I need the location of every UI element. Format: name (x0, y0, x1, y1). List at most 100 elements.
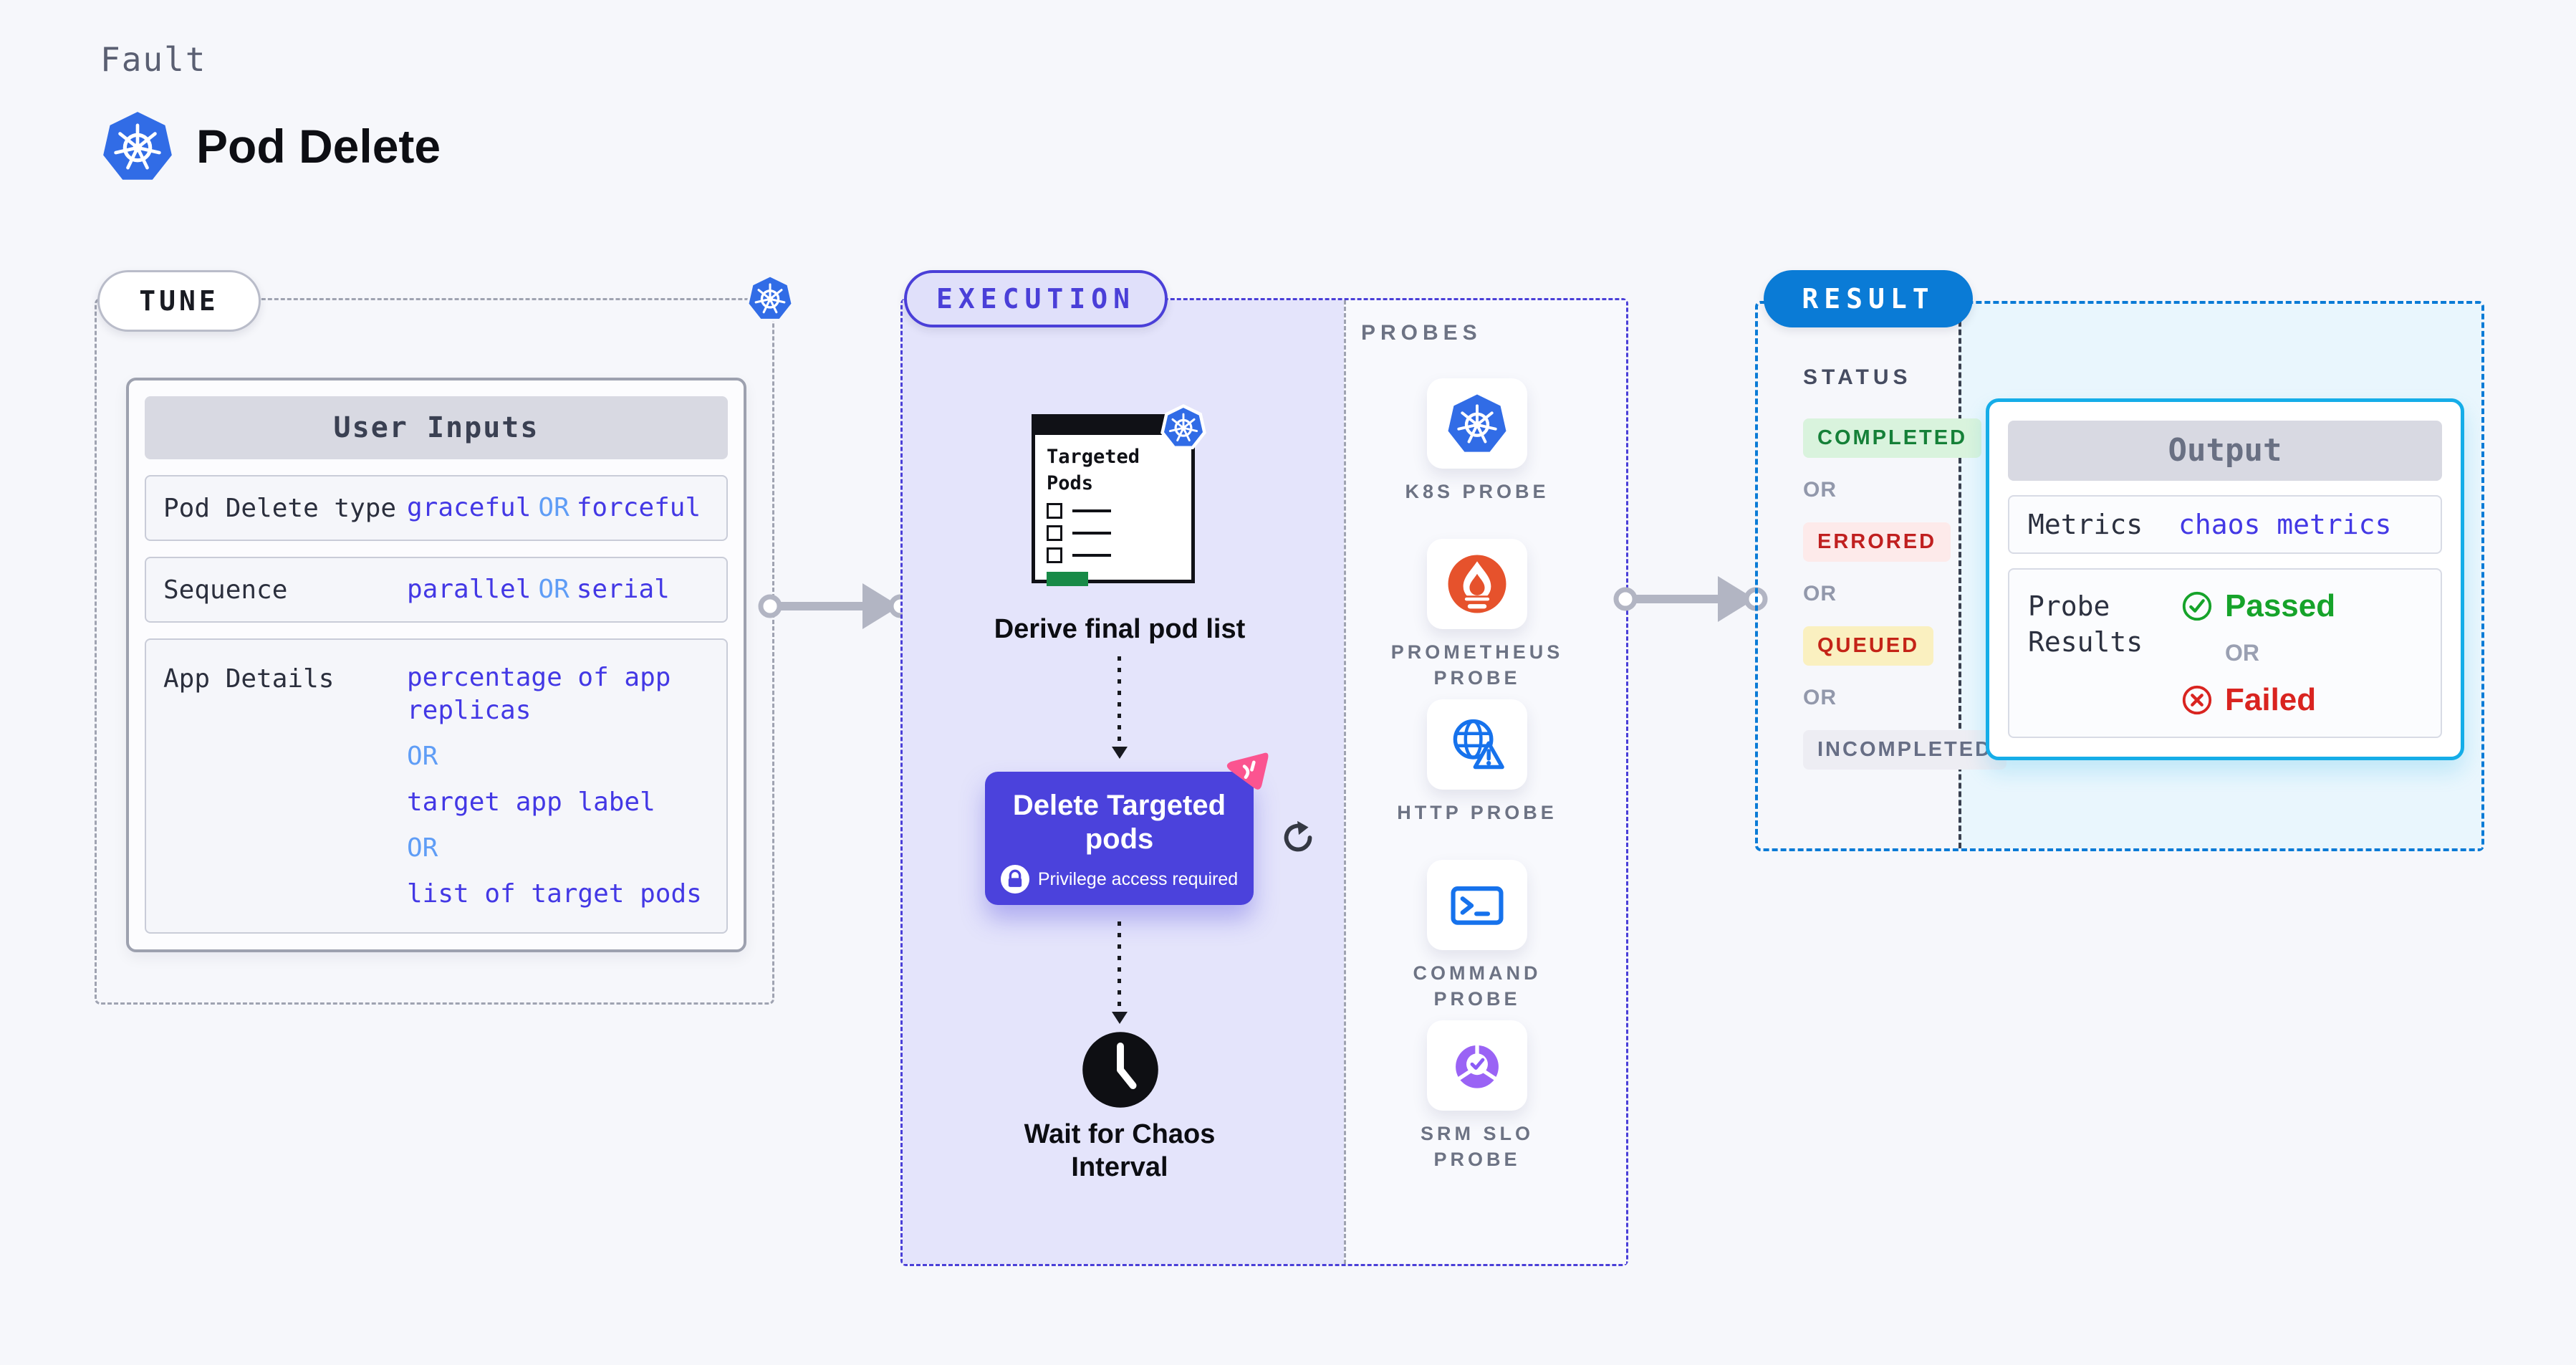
execution-to-result-arrow (1613, 576, 1768, 622)
dotted-connector (1118, 656, 1121, 744)
value-option: target app label (407, 787, 655, 817)
targeted-pods-label: Targeted Pods (1047, 446, 1140, 494)
or-separator: OR (538, 575, 569, 604)
probe-card-http (1427, 699, 1527, 790)
privilege-row: Privilege access required (985, 865, 1254, 894)
clock-icon (1082, 1032, 1158, 1108)
chaos-fault-icon (1226, 752, 1269, 790)
wait-for-chaos-interval-label: Wait for Chaos Interval (1024, 1119, 1216, 1182)
probe-label: SRM SLO PROBE (1420, 1123, 1534, 1170)
lock-icon (1000, 865, 1029, 894)
probe-results-row: Probe Results Passed OR Faile (2008, 568, 2442, 738)
delete-step-title: Delete Targeted pods (1012, 790, 1226, 855)
fault-eyebrow: Fault (100, 40, 207, 79)
probe-card-srm-slo (1427, 1020, 1527, 1111)
kubernetes-icon (746, 274, 794, 322)
or-separator: OR (2225, 640, 2259, 666)
terminal-icon (1451, 886, 1504, 925)
probe-label: PROMETHEUS PROBE (1390, 641, 1564, 689)
or-separator: OR (1803, 478, 1837, 502)
metrics-row: Metrics chaos metrics (2008, 495, 2442, 554)
result-badge-label: RESULT (1802, 283, 1935, 315)
value-option: list of target pods (407, 879, 702, 909)
checkbox-row (1047, 547, 1183, 563)
execution-badge-label: EXECUTION (936, 283, 1135, 315)
passed-label: Passed (2225, 588, 2336, 623)
tune-section (95, 298, 774, 1005)
row-label: App Details (163, 664, 335, 694)
metrics-value: chaos metrics (2178, 509, 2392, 540)
kubernetes-icon (1448, 394, 1506, 452)
probe-label: COMMAND PROBE (1413, 962, 1542, 1010)
tune-badge: TUNE (97, 270, 261, 332)
output-panel: Output Metrics chaos metrics Probe Resul… (1986, 398, 2464, 760)
status-badge-queued: QUEUED (1803, 626, 1934, 666)
arrowhead-down-icon (1112, 747, 1128, 759)
execution-badge: EXECUTION (904, 270, 1168, 327)
value-option: serial (576, 575, 670, 604)
user-inputs-title: User Inputs (145, 396, 728, 459)
or-separator: OR (407, 833, 438, 863)
value-option: graceful (407, 493, 532, 522)
checkbox-icon (1047, 525, 1062, 541)
loop-refresh-icon (1284, 820, 1312, 852)
or-separator: OR (538, 493, 569, 522)
line (1072, 532, 1111, 535)
status-badge-completed: COMPLETED (1803, 418, 1982, 458)
result-badge: RESULT (1764, 270, 1973, 327)
x-circle-icon (2182, 685, 2212, 715)
checkbox-icon (1047, 547, 1062, 563)
failed-line: Failed (2181, 682, 2335, 718)
status-badge-errored: ERRORED (1803, 522, 1951, 562)
probe-results-values: Passed OR Failed (2181, 588, 2335, 718)
kubernetes-icon (103, 112, 172, 180)
checkbox-row (1047, 503, 1183, 519)
kubernetes-icon (1160, 404, 1206, 450)
or-separator: OR (1803, 582, 1837, 605)
status-column: STATUS COMPLETED OR ERRORED OR QUEUED OR… (1803, 365, 2007, 770)
http-globe-warning-icon (1453, 719, 1504, 770)
checkbox-row (1047, 525, 1183, 541)
passed-line: Passed (2181, 588, 2335, 624)
privilege-note: Privilege access required (1037, 868, 1239, 889)
status-badge-incompleted: INCOMPLETED (1803, 730, 2007, 770)
output-title: Output (2008, 421, 2442, 481)
status-title: STATUS (1803, 365, 1912, 389)
tune-to-execution-arrow (758, 583, 913, 629)
value-option: forceful (576, 493, 701, 522)
row-label: Pod Delete type (163, 493, 397, 523)
value-option: percentage of app replicas (407, 663, 671, 725)
targeted-pods-icon: Targeted Pods (1032, 414, 1195, 586)
arrowhead-down-icon (1112, 1012, 1128, 1024)
line (1072, 509, 1111, 512)
row-value: percentage of app replicas OR target app… (407, 661, 709, 911)
dotted-connector (1118, 921, 1121, 1009)
probes-title: PROBES (1361, 321, 1482, 345)
progress-bar-green (1047, 572, 1088, 586)
row-label: Sequence (163, 575, 288, 605)
page-title: Pod Delete (196, 120, 441, 173)
value-option: parallel (407, 575, 532, 604)
metrics-label: Metrics (2028, 509, 2143, 540)
derive-pod-list-label: Derive final pod list (994, 614, 1246, 644)
probe-label: HTTP PROBE (1397, 802, 1557, 823)
probe-card-prometheus (1427, 539, 1527, 629)
check-circle-icon (2182, 591, 2212, 621)
failed-label: Failed (2225, 682, 2317, 717)
status-output-divider (1959, 304, 1961, 848)
delete-targeted-pods-step: Delete Targeted pods Privilege access re… (985, 772, 1254, 905)
prometheus-icon (1448, 555, 1506, 613)
or-separator: OR (407, 742, 438, 771)
checkbox-icon (1047, 503, 1062, 519)
table-row-app-details: App Details percentage of app replicas O… (145, 638, 728, 934)
slo-pie-check-icon (1456, 1044, 1499, 1088)
probe-label: K8S PROBE (1405, 481, 1549, 502)
probe-card-k8s (1427, 378, 1527, 469)
probe-card-command (1427, 860, 1527, 950)
